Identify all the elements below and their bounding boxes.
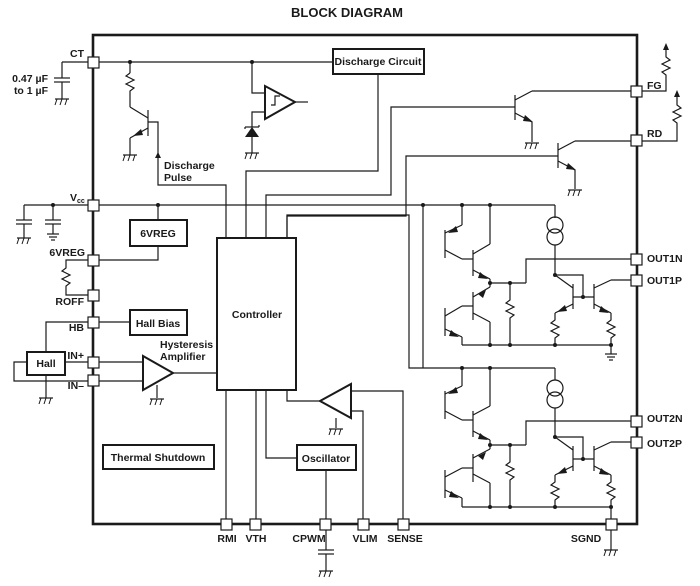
vreg-block: 6VREG [99,205,188,261]
pin-label-vcc: V [70,192,77,204]
pin-vth: VTH [246,518,267,545]
pin-label-6vreg: 6VREG [49,247,85,259]
pin-ct: CT [70,48,100,69]
cap-value-line1: 0.47 µF [12,73,48,85]
oscillator-label: Oscillator [302,453,350,465]
diagram-title: BLOCK DIAGRAM [291,5,403,20]
pin-label-sgnd: SGND [571,533,602,545]
pin-label-hb: HB [69,322,85,334]
controller-label: Controller [232,309,282,321]
pin-label-out1n: OUT1N [647,253,683,265]
rd-pullup-resistor [642,90,683,142]
hyst-amp-label-line1: Hysteresis [160,339,213,351]
discharge-pulse-line2: Pulse [164,172,192,184]
discharge-pulse-line1: Discharge [164,160,215,172]
pin-label-out2n: OUT2N [647,413,683,425]
pin-out2p: OUT2P [630,436,682,450]
current-limit-comparator [286,382,404,519]
pin-label-sense: SENSE [387,533,423,545]
hall-bias-label: Hall Bias [136,318,181,330]
vcc-bypass-capacitors [16,203,88,245]
hall-bias-block: Hall Bias [129,309,188,336]
pin-sgnd: SGND [571,518,619,557]
pin-out1p: OUT1P [630,274,682,287]
pin-6vreg: 6VREG [49,247,100,267]
controller-to-output-net [286,214,423,369]
pin-label-vcc-sub: cc [77,198,85,205]
discharge-circuit-block: Discharge Circuit [332,48,425,75]
pin-label-vlim: VLIM [352,533,377,545]
pin-label-in-plus: IN+ [67,350,84,362]
fg-drive-net [265,106,515,238]
rd-transistor [557,140,632,197]
hyst-amp-label-line2: Amplifier [160,351,206,363]
pin-sense: SENSE [387,518,423,545]
pin-label-vth: VTH [246,533,267,545]
pin-label-out2p: OUT2P [647,438,682,450]
fg-pullup-resistor [642,43,672,92]
pin-label-rmi: RMI [217,533,236,545]
discharge-transistor [122,62,227,238]
pin-label-rd: RD [647,128,663,140]
pin-vlim: VLIM [352,518,378,545]
external-capacitor-ct [54,61,88,106]
roff-resistor [60,259,88,296]
pin-label-ct: CT [70,48,85,60]
pin-label-in-minus: IN– [68,380,85,392]
pin-fg: FG [630,80,662,98]
pin-hb: HB [69,316,100,334]
pin-label-out1p: OUT1P [647,275,682,287]
pin-in-plus: IN+ [67,350,100,369]
pin-vcc: V cc [70,192,100,212]
discharge-circuit-label: Discharge Circuit [335,56,422,68]
hysteresis-amplifier [99,354,217,406]
pin-label-fg: FG [647,80,662,92]
output-stage-1 [422,203,632,368]
hall-sensor-block: Hall [13,351,88,405]
hb-to-hall-net [45,321,88,352]
controller-block: Controller [216,237,297,391]
vreg-block-label: 6VREG [140,228,176,240]
oscillator-block: Oscillator [265,390,357,519]
pin-label-roff: ROFF [55,296,84,308]
hall-sensor-label: Hall [36,358,55,370]
cpwm-capacitor [318,530,334,578]
cap-value-line2: to 1 µF [14,85,49,97]
schmitt-comparator [244,62,308,160]
output-stage-2 [423,366,632,509]
thermal-shutdown-label: Thermal Shutdown [111,452,206,464]
fg-transistor [514,90,632,150]
pin-rd: RD [630,128,663,147]
pin-roff: ROFF [55,289,100,308]
pin-out2n: OUT2N [630,413,683,428]
pin-label-cpwm: CPWM [292,533,325,545]
thermal-shutdown-block: Thermal Shutdown [102,444,215,470]
pin-rmi: RMI [217,518,237,545]
pin-out1n: OUT1N [630,253,683,266]
